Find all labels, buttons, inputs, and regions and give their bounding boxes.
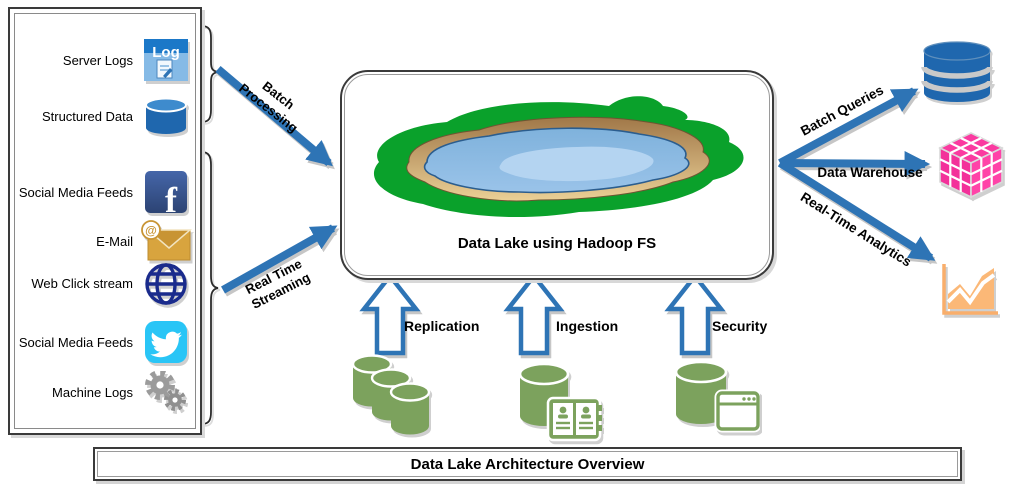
- data-warehouse-label: Data Warehouse: [817, 165, 923, 180]
- database-stack-icon: [920, 36, 994, 108]
- replication-cylinders-icon: [350, 353, 442, 439]
- ingestion-up-arrow: [503, 272, 565, 356]
- social-media-feeds-2-label: Social Media Feeds: [18, 334, 133, 350]
- real-time-streaming-label: Real Time Streaming: [242, 255, 313, 313]
- svg-text:f: f: [165, 180, 178, 214]
- data-warehouse-arrow: [779, 151, 931, 177]
- ingestion-cylinder-book-icon: [518, 360, 604, 442]
- analytics-area-chart-icon: [936, 258, 1000, 320]
- replication-up-arrow: [359, 272, 421, 356]
- machine-logs-label: Machine Logs: [52, 384, 133, 400]
- batch-queries-label: Batch Queries: [798, 82, 886, 139]
- diagram-title: Data Lake Architecture Overview: [97, 451, 958, 477]
- database-icon: [140, 95, 192, 137]
- data-lake-title: Data Lake using Hadoop FS: [457, 235, 657, 252]
- svg-text:@: @: [145, 224, 157, 238]
- batch-processing-label: Batch Processing: [236, 78, 301, 136]
- source-row-twitter: Social Media Feeds: [18, 320, 192, 364]
- gears-icon: [140, 371, 192, 413]
- structured-data-label: Structured Data: [41, 108, 133, 124]
- source-row-machine-logs: Machine Logs: [18, 371, 192, 413]
- olap-cube-icon: [936, 131, 1006, 199]
- source-row-web-click: Web Click stream: [18, 261, 192, 306]
- svg-text:Log: Log: [152, 44, 180, 61]
- data-lake-node-border: [344, 74, 770, 276]
- lake-illustration: [373, 96, 744, 218]
- security-label: Security: [712, 318, 768, 334]
- security-up-arrow: [664, 272, 726, 356]
- sources-panel: Server Logs Log Structured Data: [8, 7, 202, 435]
- source-row-structured-data: Structured Data: [18, 95, 192, 137]
- ingestion-label: Ingestion: [556, 318, 619, 334]
- data-lake-node: Data Lake using Hadoop FS: [340, 70, 774, 280]
- stream-group-brace: [201, 151, 219, 425]
- email-label: E-Mail: [96, 233, 133, 249]
- source-row-facebook: Social Media Feeds f: [18, 170, 192, 214]
- sources-panel-border: [14, 13, 196, 429]
- real-time-analytics-label: Real-Time Analytics: [797, 189, 915, 270]
- address-book-glyph: [546, 396, 602, 442]
- facebook-icon: f: [140, 170, 192, 214]
- security-cylinder-window-icon: [674, 358, 760, 438]
- log-icon: Log: [140, 38, 192, 82]
- twitter-icon: [140, 320, 192, 364]
- batch-group-brace: [201, 25, 219, 123]
- web-click-stream-label: Web Click stream: [31, 276, 133, 291]
- email-icon: @: [140, 218, 192, 264]
- source-row-server-logs: Server Logs Log: [18, 38, 192, 82]
- lake-water-highlight: [499, 146, 654, 182]
- diagram-title-bar: Data Lake Architecture Overview: [93, 447, 962, 481]
- replication-label: Replication: [404, 318, 480, 334]
- server-logs-label: Server Logs: [62, 52, 133, 68]
- social-media-feeds-label: Social Media Feeds: [18, 184, 133, 200]
- source-row-email: E-Mail @: [18, 218, 192, 264]
- browser-window-glyph: [714, 389, 760, 433]
- globe-icon: [140, 261, 192, 307]
